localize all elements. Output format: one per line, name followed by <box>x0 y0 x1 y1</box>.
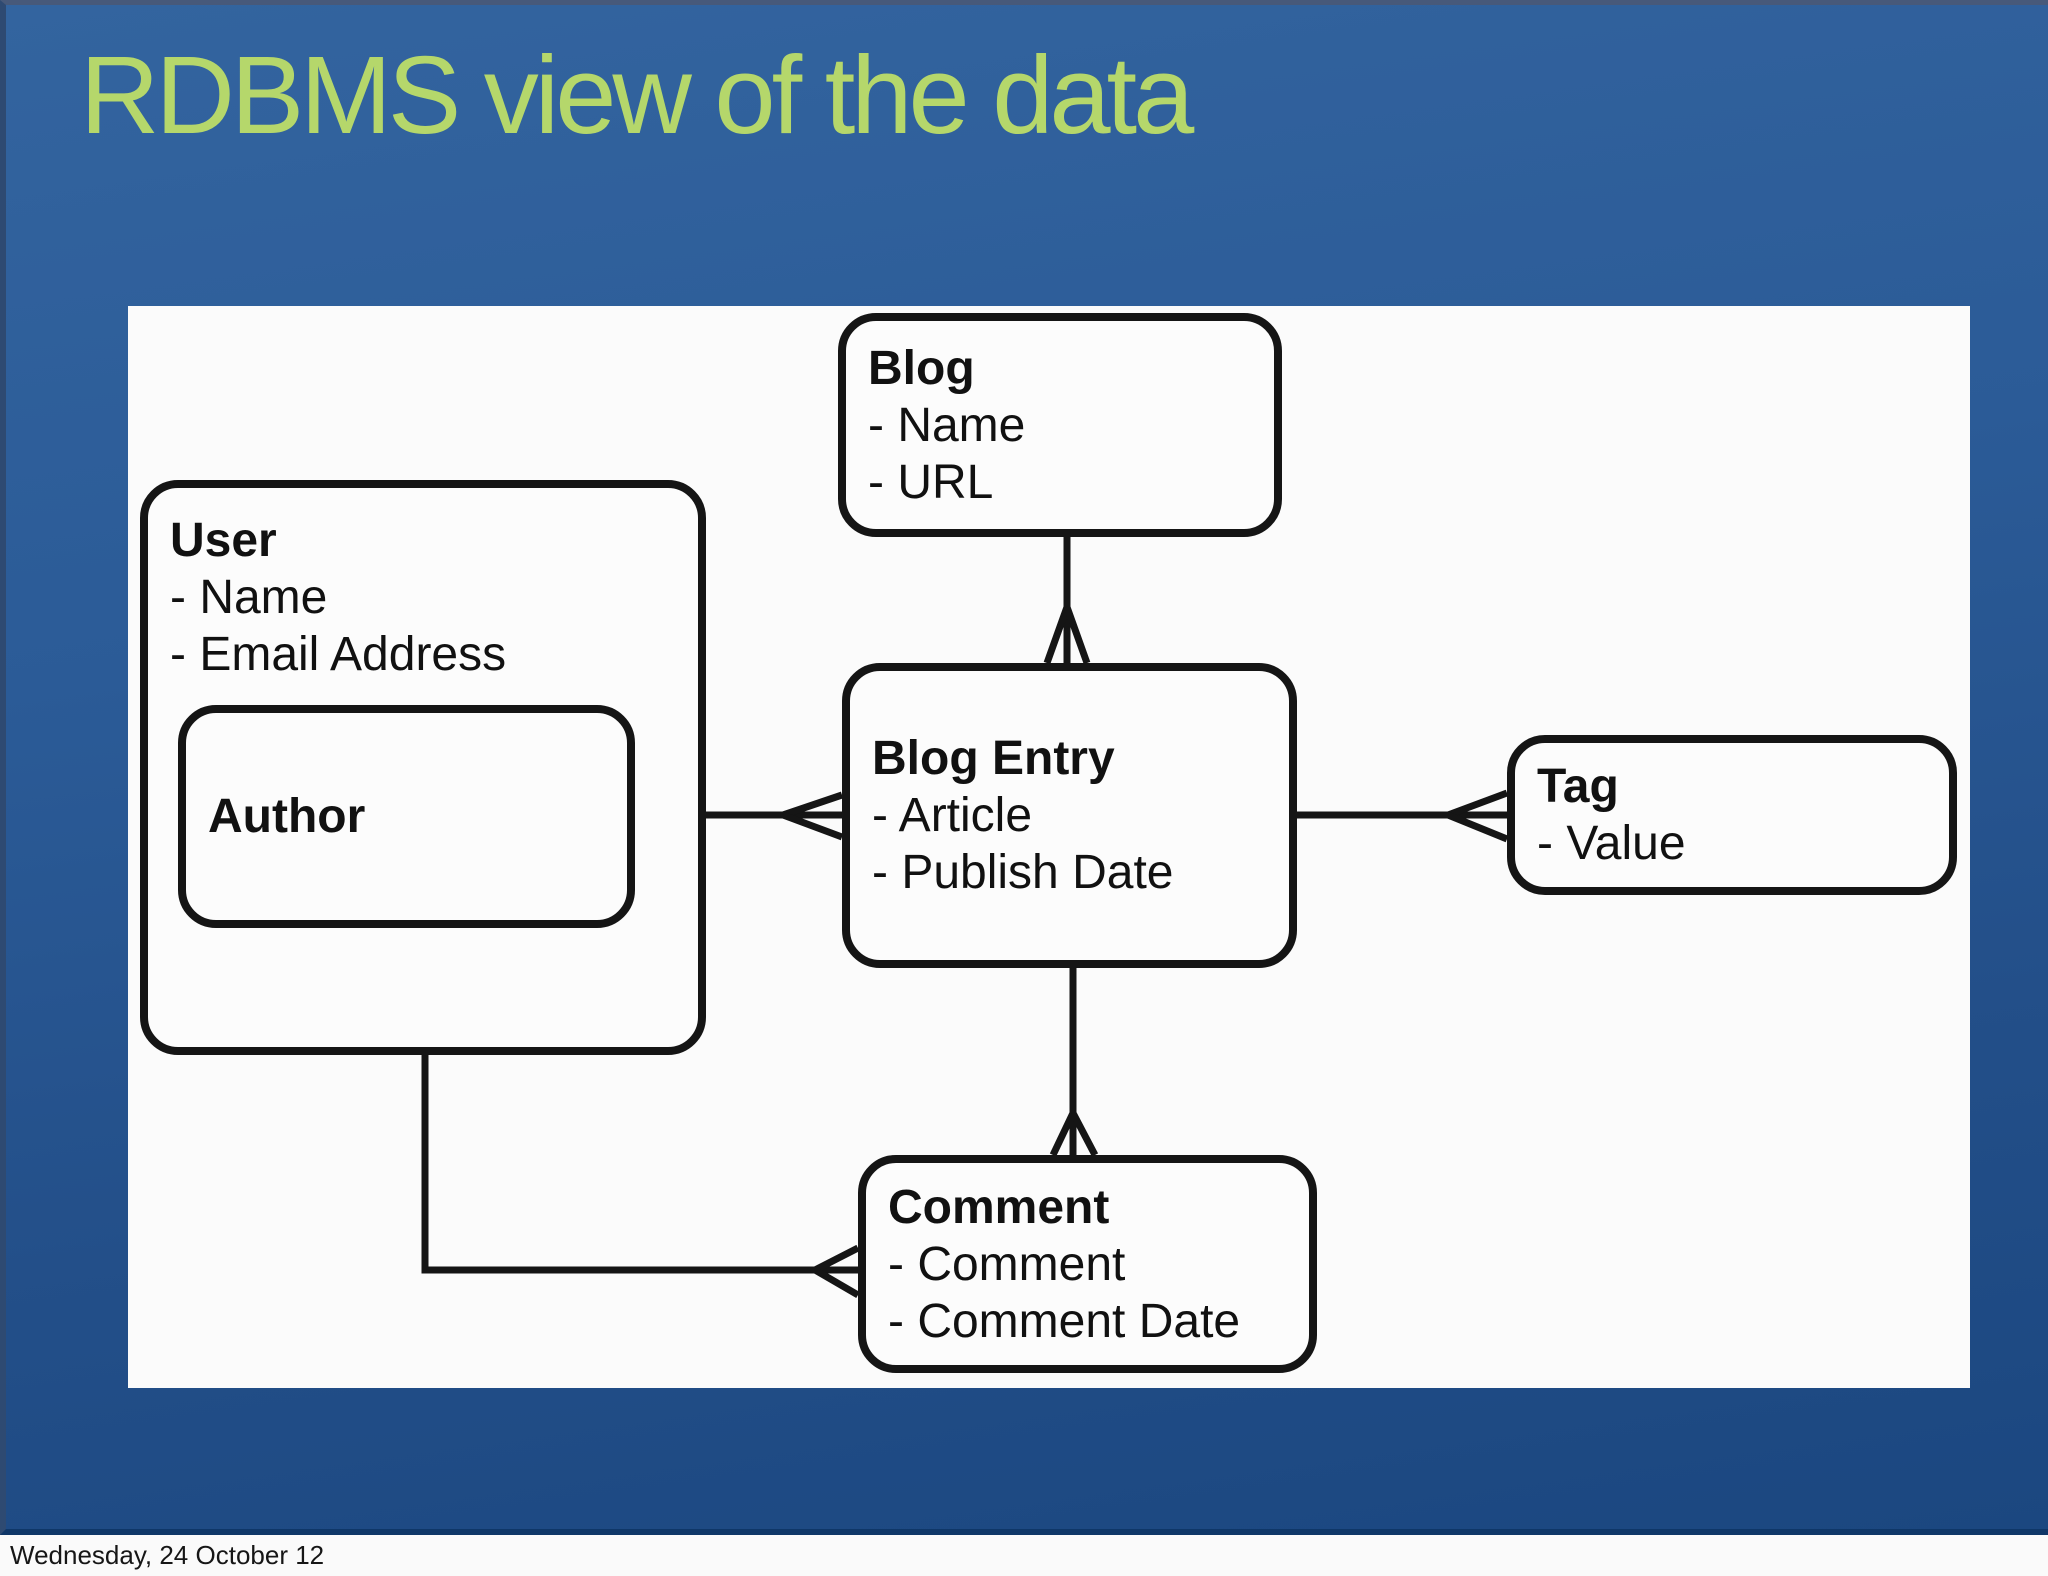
entity-title: Blog Entry <box>872 732 1115 785</box>
entity-user: User - Name - Email Address <box>140 480 706 1055</box>
crow-foot-many-icon <box>781 791 844 841</box>
relationship-connectors <box>421 537 1509 1299</box>
entity-title: User <box>170 514 277 567</box>
diagram-panel: Blog - Name - URL User - Name - Email Ad… <box>128 306 1970 1388</box>
entity-title: Author <box>208 790 366 843</box>
entity-blog-entry: Blog Entry - Article - Publish Date <box>842 663 1297 968</box>
entity-attribute: - Name <box>170 571 328 624</box>
entity-attribute: - Publish Date <box>872 846 1174 899</box>
connector-user-comment <box>421 1055 860 1299</box>
slide-title: RDBMS view of the data <box>80 34 1194 157</box>
connector-blogentry-comment <box>1049 968 1099 1157</box>
entity-attribute: - URL <box>868 455 994 509</box>
crow-foot-many-icon <box>813 1244 860 1299</box>
entity-comment: Comment - Comment - Comment Date <box>858 1155 1317 1373</box>
entity-title: Tag <box>1537 760 1619 813</box>
footer-date-text: Wednesday, 24 October 12 <box>10 1540 325 1570</box>
entity-attribute: - Name <box>868 398 1026 452</box>
entity-title: Comment <box>888 1180 1110 1234</box>
entity-attribute: - Value <box>1537 817 1686 870</box>
entity-title: Blog <box>868 341 975 395</box>
entity-attribute: - Comment Date <box>888 1294 1241 1348</box>
connector-blogentry-tag <box>1297 789 1509 843</box>
entity-author: Author <box>178 705 635 928</box>
crow-foot-many-icon <box>1049 1111 1099 1157</box>
connector-blog-blogentry <box>1043 537 1091 665</box>
entity-attribute: - Article <box>872 789 1033 842</box>
footer-bar: Wednesday, 24 October 12 <box>0 1535 2048 1576</box>
entity-attribute: - Email Address <box>170 628 507 681</box>
crow-foot-many-icon <box>1446 789 1509 843</box>
entity-attribute: - Comment <box>888 1237 1126 1291</box>
entity-tag: Tag - Value <box>1507 735 1957 895</box>
presentation-slide: RDBMS view of the data <box>0 0 2048 1535</box>
crow-foot-many-icon <box>1043 605 1091 665</box>
entity-blog: Blog - Name - URL <box>838 313 1282 537</box>
